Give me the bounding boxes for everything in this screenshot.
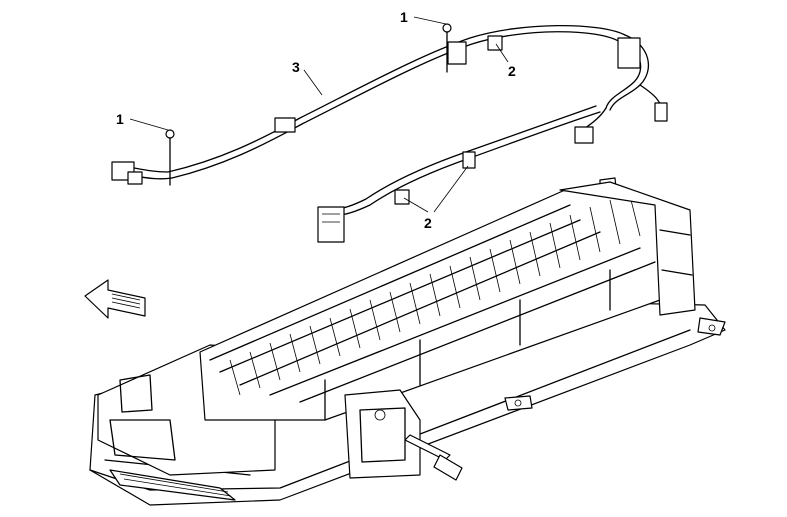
harness-clip-right [617,37,641,69]
mount-tab-right [697,317,726,336]
harness-bracket-top [447,41,467,65]
callout-3: 3 [292,59,300,75]
harness-clip-lower [462,151,476,169]
end-plate-rear [559,181,696,316]
harness-connector-right [574,126,594,144]
mid-bracket [344,389,421,479]
harness-connector-end [654,102,668,122]
callout-2-top: 2 [508,63,516,79]
mount-tab-front [504,395,533,411]
callout-1-top: 1 [400,9,408,25]
bolt-icon-left [165,129,175,186]
forward-arrow-icon [84,279,146,319]
harness-retainer-lower [394,189,410,205]
harness-connector-lower [317,206,345,243]
harness-retainer-top [487,35,503,51]
harness-clip-mid [274,117,296,133]
callout-2-lower: 2 [424,215,432,231]
harness-clip-left [127,171,143,185]
bolt-icon-front [404,434,463,481]
callouts: 1 1 2 2 3 [116,9,516,231]
bolt-icon-top [442,23,452,73]
cell-ribs [229,195,641,396]
callout-1-left: 1 [116,111,124,127]
battery-pack [89,177,726,506]
wiring-harness [111,23,668,243]
